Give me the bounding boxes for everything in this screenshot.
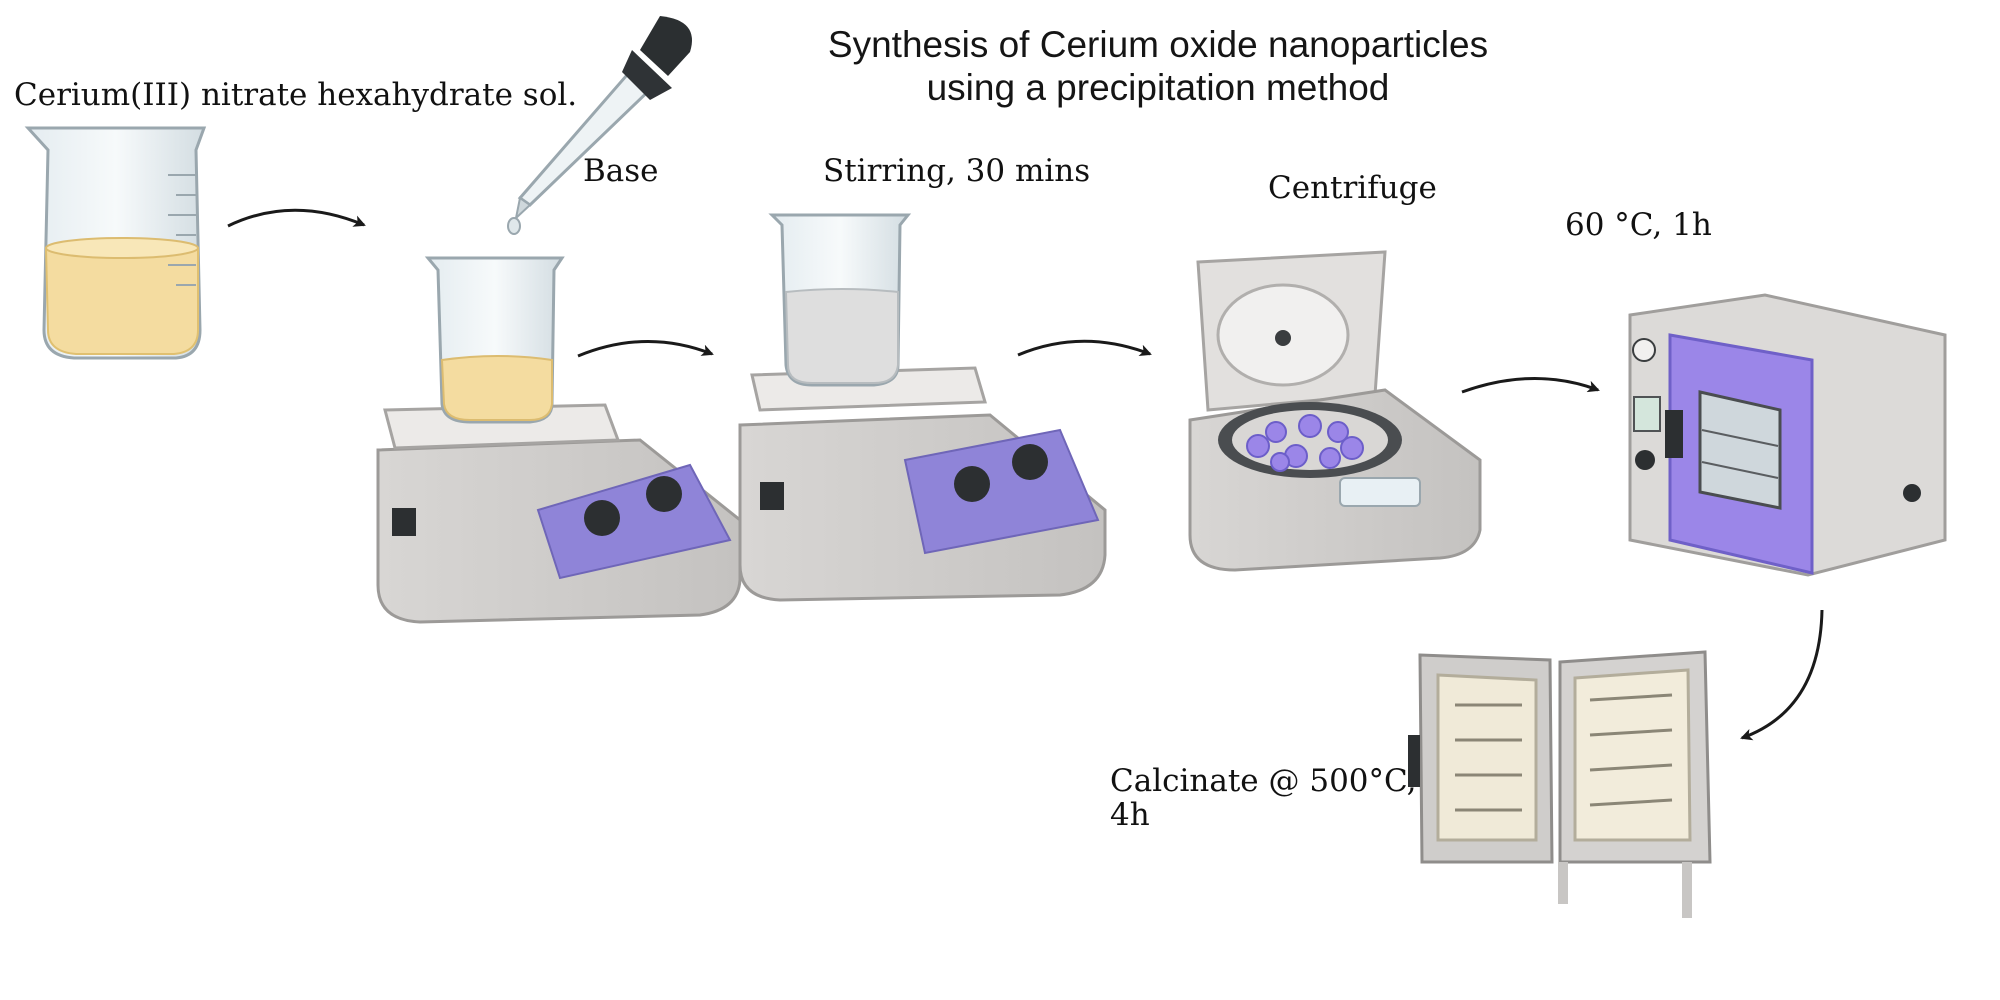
step-base-label: Base: [583, 153, 659, 189]
dropper-icon: [507, 16, 692, 235]
diagram-title-line-2: using a precipitation method: [926, 67, 1390, 108]
step-calcination-label-line-2: 4h: [1110, 797, 1150, 833]
process-arrows: [227, 208, 1824, 741]
magnetic-stirrer-base-addition-icon: [376, 256, 742, 624]
centrifuge-icon: [1188, 250, 1482, 572]
arrow-icon: [1461, 377, 1600, 394]
beaker-precursor-icon: [24, 126, 207, 360]
arrow-icon: [1017, 339, 1152, 357]
drying-oven-icon: [1628, 293, 1947, 577]
step-centrifuge-label: Centrifuge: [1268, 170, 1437, 206]
diagram-title-line-1: Synthesis of Cerium oxide nanoparticles: [827, 24, 1489, 65]
arrow-icon: [577, 340, 714, 358]
step-drying-label: 60 °C, 1h: [1565, 207, 1712, 243]
step-precursor-label: Cerium(III) nitrate hexahydrate sol.: [14, 77, 578, 113]
step-calcination-label-line-1: Calcinate @ 500°C,: [1110, 763, 1417, 799]
arrow-icon: [1740, 609, 1824, 741]
arrow-icon: [227, 208, 366, 228]
magnetic-stirrer-stirring-icon: [738, 213, 1107, 602]
muffle-furnace-icon: [1408, 650, 1712, 918]
step-stirring-label: Stirring, 30 mins: [823, 153, 1091, 189]
